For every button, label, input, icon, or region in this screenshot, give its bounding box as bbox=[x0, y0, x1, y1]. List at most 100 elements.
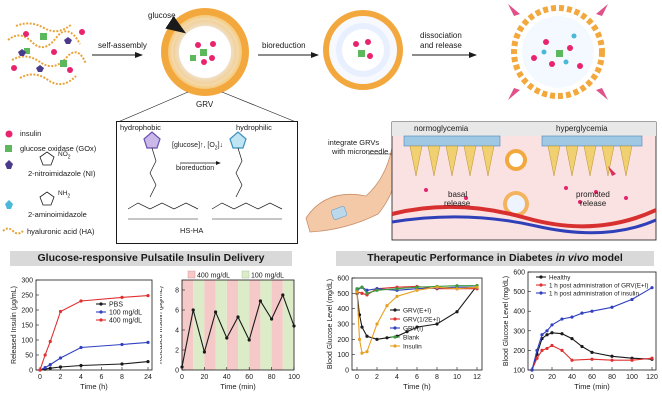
legend-ha: hyaluronic acid (HA) bbox=[27, 227, 95, 236]
reduced-vesicle bbox=[323, 10, 403, 90]
y-tick-label: 250 bbox=[21, 293, 33, 300]
data-point bbox=[560, 332, 564, 336]
banner-therapeutic: Therapeutic Performance in Diabetes in v… bbox=[336, 251, 654, 266]
data-point bbox=[650, 356, 654, 360]
data-point bbox=[180, 365, 184, 369]
data-point bbox=[395, 294, 399, 298]
x-tick-label: 100 bbox=[288, 374, 300, 381]
y-tick-label: 8 bbox=[175, 288, 179, 295]
y-tick-label: 0 bbox=[175, 368, 179, 375]
data-point bbox=[225, 336, 229, 340]
data-point bbox=[360, 291, 364, 295]
y-tick-label: 100 bbox=[337, 352, 349, 359]
legend-gox: glucose oxidase (GOx) bbox=[20, 144, 97, 153]
data-point bbox=[590, 309, 594, 313]
data-point bbox=[191, 308, 195, 312]
no2-text: NO bbox=[58, 151, 68, 158]
data-point bbox=[58, 309, 63, 314]
y-tick-label: 200 bbox=[513, 348, 525, 355]
data-point bbox=[435, 285, 439, 289]
promoted-label-2: release bbox=[580, 199, 607, 208]
y-tick-label: 300 bbox=[513, 328, 525, 335]
bioreduction-label-box: bioreduction bbox=[176, 165, 215, 172]
data-point bbox=[79, 299, 83, 303]
y-tick-label: 600 bbox=[513, 270, 525, 277]
legend-label: 1 h post administration of GRV(E+I) bbox=[549, 283, 648, 290]
x-tick-label: 120 bbox=[646, 374, 658, 381]
glucose-label: glucose bbox=[148, 11, 176, 20]
band-rect bbox=[226, 280, 238, 370]
data-point bbox=[435, 322, 439, 326]
schematic-top bbox=[7, 4, 608, 123]
legend-label: GRV(1/2E+I) bbox=[403, 317, 440, 324]
data-point bbox=[202, 350, 206, 354]
data-point bbox=[535, 356, 539, 360]
grv-label: GRV bbox=[196, 100, 214, 109]
data-point bbox=[79, 345, 83, 350]
legend-label: Healthy bbox=[549, 275, 571, 282]
legend-marker bbox=[393, 335, 397, 339]
normoglycemia-patch bbox=[403, 135, 501, 177]
legend-swatch bbox=[187, 270, 196, 279]
y-tick-label: 500 bbox=[337, 291, 349, 298]
y-tick-label: 500 bbox=[513, 289, 525, 296]
nh2-label: NH2 bbox=[58, 190, 71, 200]
data-point bbox=[455, 284, 459, 288]
raw-materials-cluster bbox=[7, 22, 87, 86]
band-rect bbox=[238, 280, 250, 370]
legend-label: 400 mg/dL bbox=[109, 318, 142, 325]
legend-label: PBS bbox=[109, 302, 123, 309]
banner-therapeutic-a: Therapeutic Performance in Diabetes bbox=[367, 252, 556, 264]
data-point bbox=[120, 295, 124, 299]
data-point bbox=[360, 351, 364, 355]
legend-label: Insulin bbox=[403, 344, 422, 351]
legend-label: 100 mg/dL bbox=[251, 273, 284, 280]
data-point bbox=[545, 333, 549, 337]
data-point bbox=[48, 363, 52, 367]
data-point bbox=[258, 299, 262, 303]
data-point bbox=[281, 293, 285, 297]
y-tick-label: 150 bbox=[21, 323, 33, 330]
data-point bbox=[540, 348, 544, 352]
data-point bbox=[630, 358, 634, 362]
legend-label: Blank bbox=[403, 335, 420, 342]
y-tick-label: 200 bbox=[337, 337, 349, 344]
data-point bbox=[120, 342, 124, 347]
data-point bbox=[535, 348, 539, 352]
x-tick-label: 2 bbox=[59, 374, 63, 381]
legend-marker bbox=[99, 302, 103, 306]
x-tick-label: 60 bbox=[588, 374, 596, 381]
x-tick-label: 6 bbox=[415, 374, 419, 381]
data-point bbox=[146, 340, 150, 344]
y-tick-label: 50 bbox=[25, 353, 33, 360]
series-line bbox=[531, 287, 653, 371]
mechanism-structures bbox=[127, 131, 283, 220]
x-tick-label: 8 bbox=[120, 374, 124, 381]
data-point bbox=[375, 337, 379, 341]
legend-label: GRV(I) bbox=[403, 326, 423, 333]
series-line bbox=[39, 295, 149, 371]
data-point bbox=[146, 360, 150, 364]
legend-label: 100 mg/dL bbox=[109, 310, 142, 317]
legend-marker bbox=[539, 283, 543, 287]
bioreduction-label-top: bioreduction bbox=[262, 41, 306, 50]
data-point bbox=[357, 337, 362, 341]
y-tick-label: 300 bbox=[337, 322, 349, 329]
data-point bbox=[455, 310, 459, 314]
x-tick-label: 4 bbox=[79, 374, 83, 381]
data-point bbox=[395, 287, 399, 291]
data-point bbox=[610, 358, 614, 362]
data-point bbox=[43, 353, 47, 357]
hyperglycemia-patch bbox=[541, 135, 643, 177]
legend-marker bbox=[539, 291, 543, 295]
legend-marker bbox=[393, 326, 397, 330]
condition-text: [glucose]↑, [O bbox=[172, 142, 215, 149]
y-tick-label: 100 bbox=[513, 368, 525, 375]
normo-label: normoglycemia bbox=[414, 124, 469, 133]
data-point bbox=[270, 317, 274, 321]
x-tick-label: 20 bbox=[548, 374, 556, 381]
legend-marker bbox=[393, 308, 397, 312]
data-point bbox=[292, 324, 296, 328]
x-tick-label: 80 bbox=[608, 374, 616, 381]
